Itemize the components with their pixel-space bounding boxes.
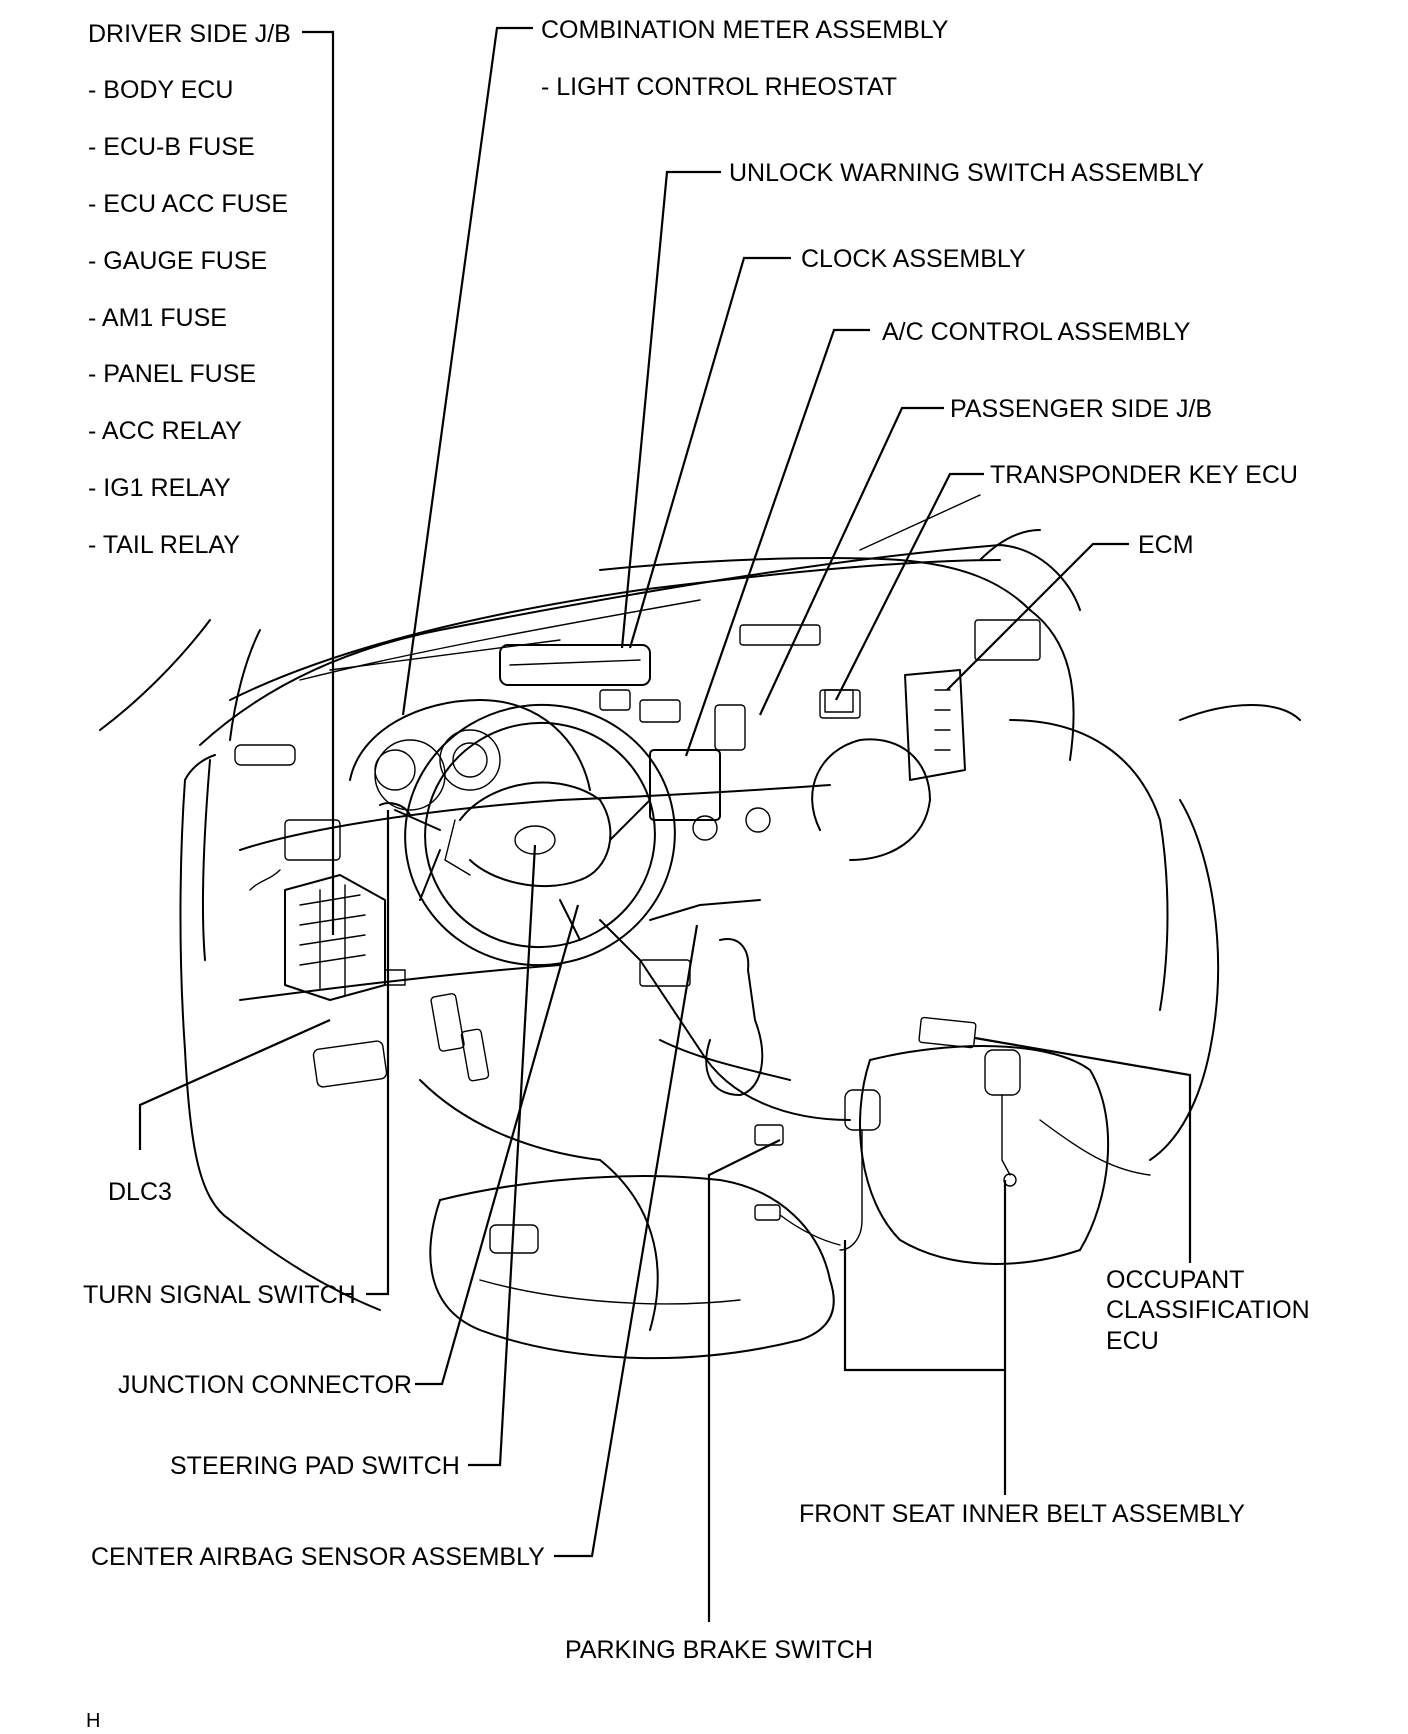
page-code: H (86, 1710, 100, 1732)
label-ac-control: A/C CONTROL ASSEMBLY (882, 318, 1191, 346)
label-junction-connector: JUNCTION CONNECTOR (118, 1371, 412, 1399)
label-clock-assembly: CLOCK ASSEMBLY (801, 245, 1026, 273)
label-front-seat-inner-belt: FRONT SEAT INNER BELT ASSEMBLY (799, 1500, 1245, 1528)
label-light-control-rheostat: - LIGHT CONTROL RHEOSTAT (541, 73, 897, 101)
label-acc-relay: - ACC RELAY (88, 417, 242, 445)
label-occupant-line-3: ECU (1106, 1327, 1159, 1355)
label-parking-brake-switch: PARKING BRAKE SWITCH (565, 1636, 873, 1664)
label-driver-side-jb: DRIVER SIDE J/B (88, 20, 291, 48)
label-center-airbag-sensor: CENTER AIRBAG SENSOR ASSEMBLY (91, 1543, 545, 1571)
label-ig1-relay: - IG1 RELAY (88, 474, 231, 502)
label-combination-meter: COMBINATION METER ASSEMBLY (541, 16, 949, 44)
label-occupant-line-2: CLASSIFICATION (1106, 1296, 1310, 1324)
label-passenger-side-jb: PASSENGER SIDE J/B (950, 395, 1212, 423)
leader-lines (138, 26, 1192, 1622)
label-steering-pad-switch: STEERING PAD SWITCH (170, 1452, 460, 1480)
label-turn-signal-switch: TURN SIGNAL SWITCH (83, 1281, 356, 1309)
component-labels: DRIVER SIDE J/B - BODY ECU - ECU-B FUSE … (83, 16, 1310, 1732)
label-ecm: ECM (1138, 531, 1194, 559)
label-transponder-key-ecu: TRANSPONDER KEY ECU (990, 461, 1298, 489)
label-ecu-b-fuse: - ECU-B FUSE (88, 133, 255, 161)
label-ecu-acc-fuse: - ECU ACC FUSE (88, 190, 288, 218)
vehicle-interior-drawing (99, 494, 1301, 1360)
label-unlock-warning-switch: UNLOCK WARNING SWITCH ASSEMBLY (729, 159, 1204, 187)
label-body-ecu: - BODY ECU (88, 76, 233, 104)
label-gauge-fuse: - GAUGE FUSE (88, 247, 267, 275)
label-tail-relay: - TAIL RELAY (88, 531, 240, 559)
label-occupant-line-1: OCCUPANT (1106, 1266, 1244, 1294)
label-am1-fuse: - AM1 FUSE (88, 304, 227, 332)
label-dlc3: DLC3 (108, 1178, 172, 1206)
label-panel-fuse: - PANEL FUSE (88, 360, 256, 388)
